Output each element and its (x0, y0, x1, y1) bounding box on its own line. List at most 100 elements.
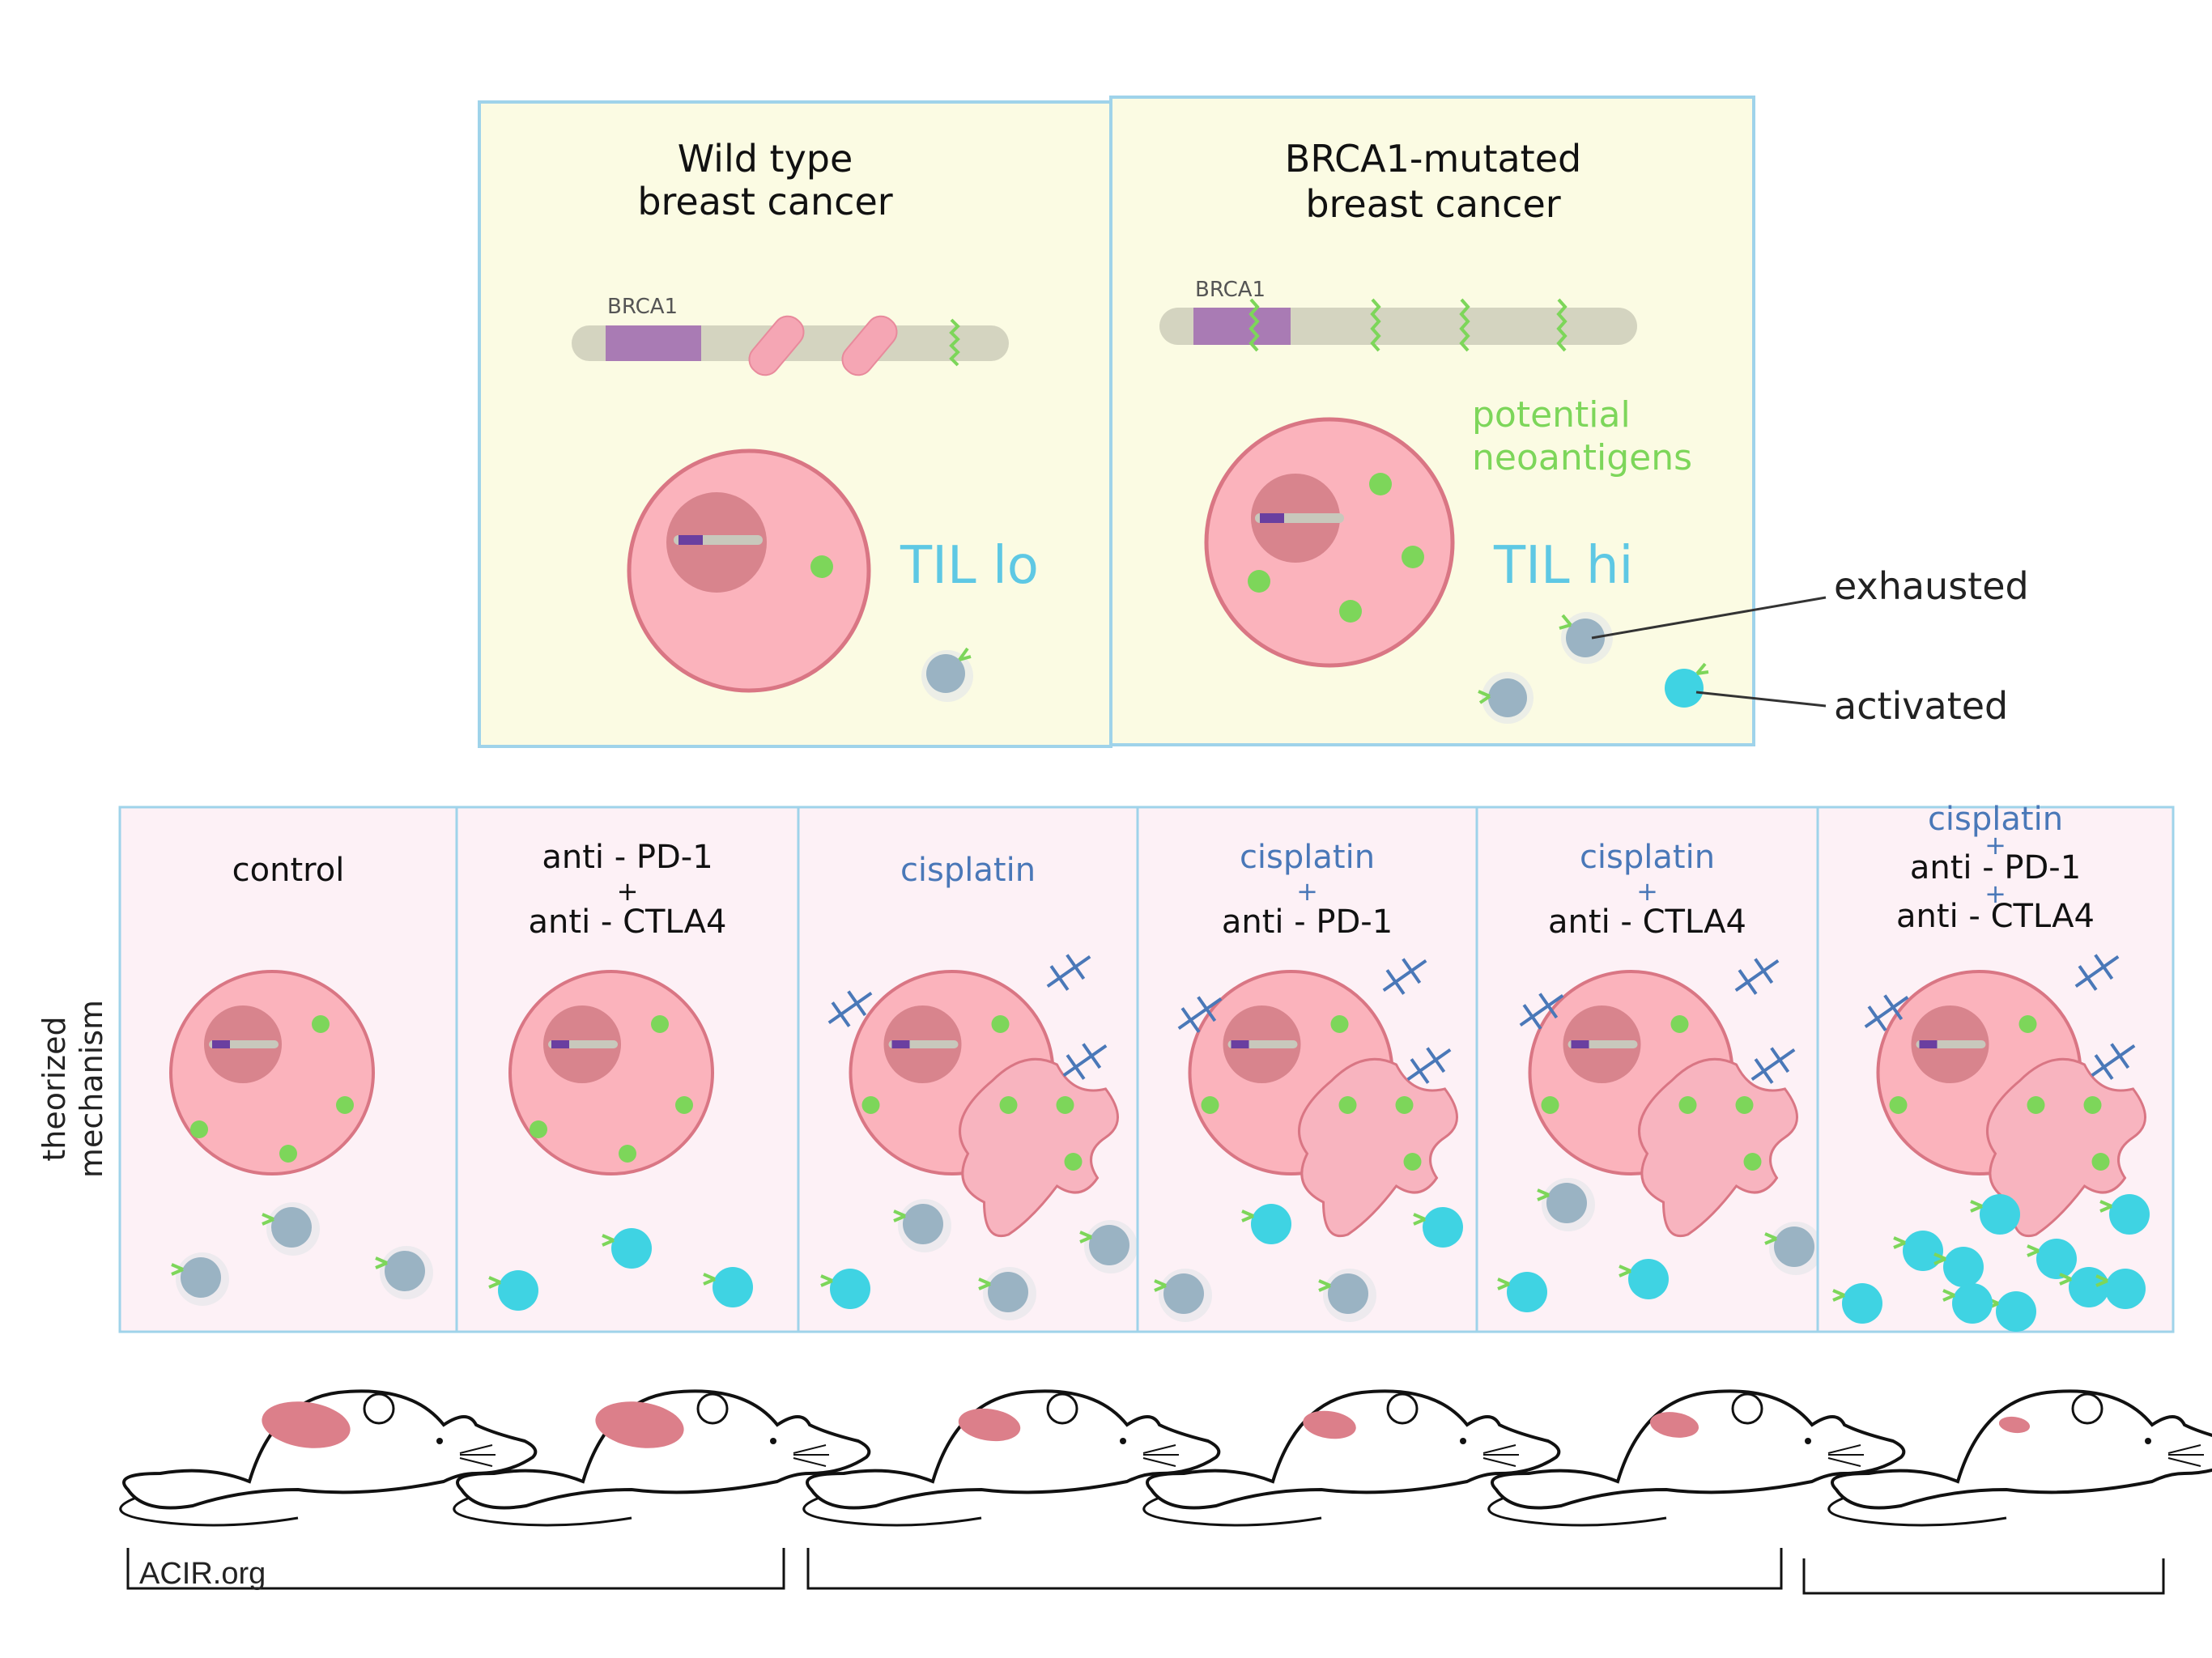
treatment-panel: cisplatin (797, 806, 1139, 1333)
t-cell-activated (1497, 1272, 1547, 1312)
cisplatin-icon (1046, 954, 1091, 991)
t-cell-exhausted (1478, 672, 1534, 724)
mouse-tumor (958, 1408, 1021, 1442)
side-label: theorized mechanism (36, 1000, 109, 1178)
dying-tumor-cell (849, 970, 1119, 1237)
dying-tumor-cell (1528, 970, 1798, 1237)
t-cell-exhausted (1079, 1220, 1138, 1273)
t-cell-activated (1619, 1259, 1669, 1299)
treatment-panel: control (118, 806, 458, 1333)
mutation-squiggle-icon (1249, 298, 1260, 352)
treatment-label: control (232, 852, 345, 889)
neoantigen-icon (1056, 1096, 1074, 1114)
neoantigen-icon (1670, 1015, 1689, 1033)
treatment-label: cisplatin (1580, 839, 1715, 876)
mouse-tumor (595, 1401, 684, 1448)
neoantigen-icon (1678, 1096, 1697, 1114)
treatment-label: cisplatin (1240, 839, 1375, 876)
t-cell-activated (1665, 662, 1709, 708)
neoantigen-icon (861, 1096, 880, 1114)
t-cell-activated (2027, 1239, 2077, 1279)
cisplatin-icon (1406, 1047, 1452, 1084)
wt-title-line1: Wild type (678, 137, 853, 181)
treatment-label: anti - CTLA4 (1896, 898, 2095, 935)
treatment-panel: cisplatin+anti - PD-1+anti - CTLA4 (1816, 801, 2175, 1333)
neoantigen-icon (2083, 1096, 2102, 1114)
neoantigen-icon (312, 1015, 330, 1033)
treatment-label: cisplatin (900, 852, 1036, 889)
cisplatin-icon (1062, 1043, 1108, 1080)
dna-repair-bandage-icon (748, 315, 898, 376)
tumor-cell (508, 970, 714, 1175)
wt-title-line2: breast cancer (637, 180, 892, 223)
mouse-illustration (1142, 1389, 1561, 1527)
neoantigen-icon (1889, 1096, 1908, 1114)
t-cell-exhausted (1154, 1269, 1212, 1322)
t-cell-exhausted (171, 1252, 229, 1306)
t-cell-activated (703, 1267, 753, 1307)
neoantigen-icon (1201, 1096, 1219, 1114)
wt-chromosome (572, 315, 1009, 376)
mutation-squiggle-icon (1556, 298, 1568, 352)
cisplatin-icon (1519, 993, 1564, 1030)
mouse-illustration (802, 1389, 1221, 1527)
t-cell-activated (2095, 1269, 2146, 1309)
mouse-tumor (1303, 1410, 1356, 1439)
t-cell-activated (1413, 1207, 1463, 1248)
dying-tumor-cell (1876, 970, 2146, 1237)
cisplatin-icon (1864, 994, 1909, 1031)
neoantigen-icon (619, 1145, 636, 1163)
cisplatin-icon (1750, 1047, 1796, 1084)
acir-caption: ACIR.org (139, 1557, 266, 1591)
cisplatin-icon (1382, 958, 1427, 995)
mutation-squiggle-icon (1459, 298, 1470, 352)
mut-gene-label: BRCA1 (1195, 278, 1266, 302)
neoantigen-icon (530, 1120, 547, 1138)
neoantigen-icon (1064, 1153, 1083, 1171)
brca1-mutated-panel (1109, 96, 1755, 746)
mutation-squiggle-icon (1370, 298, 1381, 352)
neoantigen-icon (190, 1120, 208, 1138)
side-label-line1: theorized (36, 1016, 72, 1161)
exhausted-label: exhausted (1834, 564, 2029, 608)
treatment-plus-sign: + (1296, 876, 1318, 907)
neoantigen-icon (2018, 1015, 2037, 1033)
treatment-panel: cisplatin+anti - CTLA4 (1475, 806, 1823, 1333)
cisplatin-icon (827, 990, 873, 1027)
treatment-plus-sign: + (1636, 876, 1658, 907)
side-label-line2: mechanism (74, 1000, 109, 1178)
wt-brca1-segment (606, 325, 701, 361)
t-cell-activated (1970, 1194, 2020, 1235)
neoantigen-icon (1395, 1096, 1414, 1114)
til-hi-label: TIL hi (1493, 536, 1633, 596)
treatment-label: anti - CTLA4 (529, 903, 727, 941)
wt-gene-label: BRCA1 (607, 295, 678, 319)
neoantigens-line1: potential (1472, 394, 1631, 436)
cisplatin-icon (1734, 958, 1780, 995)
t-cell-activated (1832, 1283, 1882, 1324)
activated-callout-line (1695, 691, 1827, 708)
neoantigens-line2: neoantigens (1472, 437, 1692, 478)
neoantigen-icon (1402, 546, 1424, 568)
treatment-plus-sign: + (617, 876, 639, 907)
neoantigen-icon (1743, 1153, 1762, 1171)
neoantigen-icon (1339, 600, 1362, 623)
mouse-illustration (1827, 1389, 2212, 1527)
t-cell-exhausted (1559, 612, 1613, 664)
cisplatin-icon (2091, 1043, 2136, 1080)
mouse-tumor (1649, 1412, 1699, 1438)
neoantigen-icon (1338, 1096, 1357, 1114)
t-cell-exhausted (262, 1202, 320, 1256)
mouse-illustration (119, 1389, 538, 1527)
t-cell-exhausted (893, 1199, 951, 1252)
cisplatin-icon (1177, 996, 1223, 1033)
neoantigen-icon (810, 555, 833, 578)
t-cell-activated (1893, 1231, 1943, 1271)
t-cell-exhausted (1764, 1222, 1823, 1275)
neoantigen-icon (991, 1015, 1010, 1033)
t-cell-exhausted (921, 647, 973, 702)
t-cell-activated (1933, 1247, 1984, 1287)
treatment-label: cisplatin (1928, 801, 2063, 838)
